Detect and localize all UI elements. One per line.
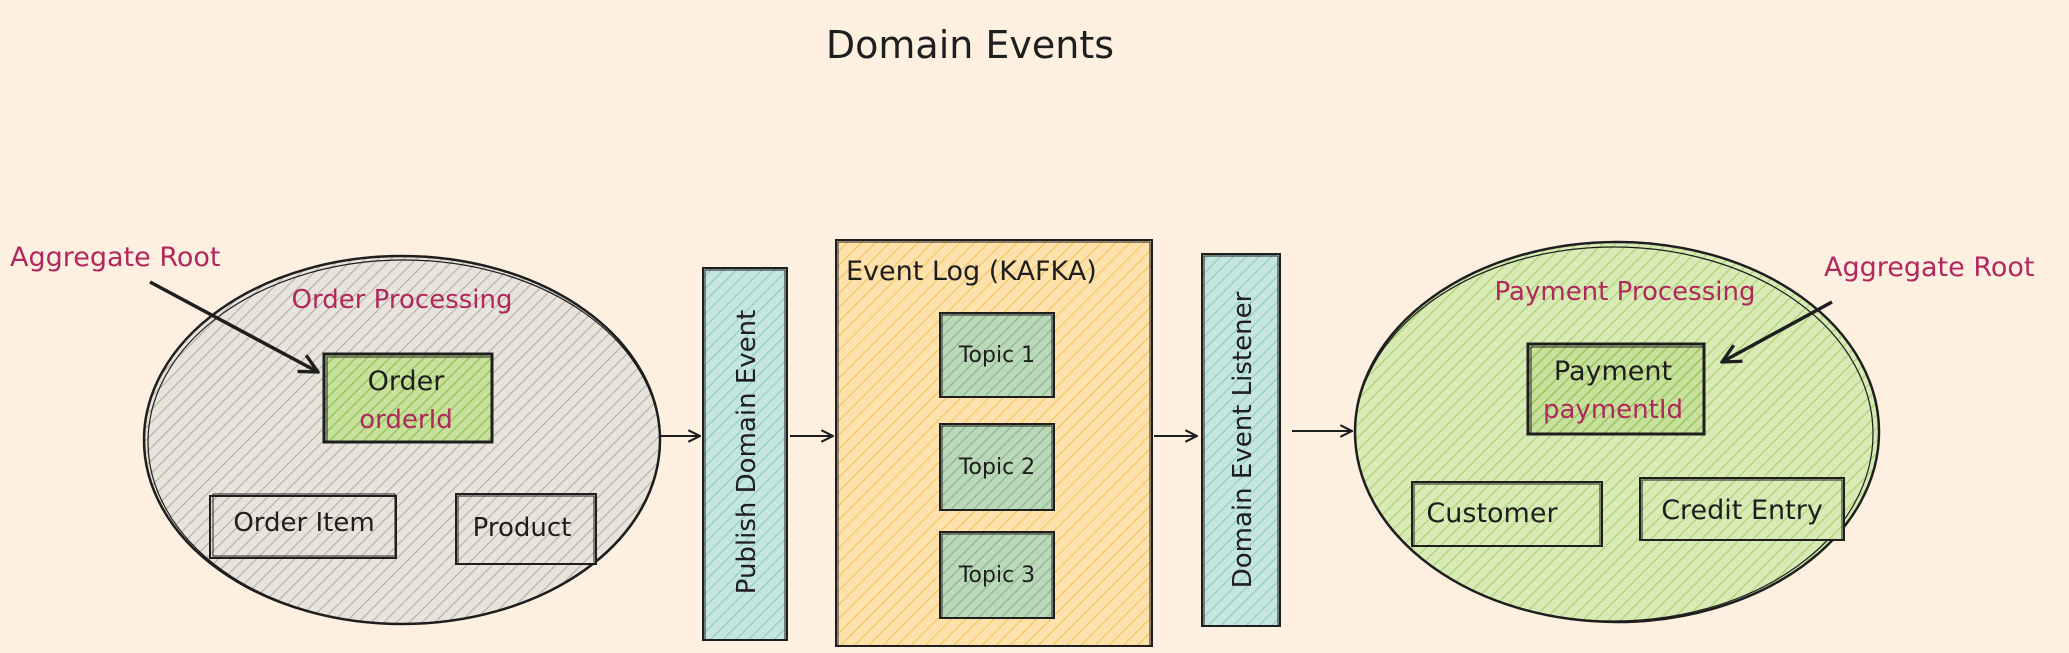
order-item-entity: Order Item (209, 493, 397, 559)
domain-event-listener-label: Domain Event Listener (1228, 291, 1258, 588)
credit-entry-label: Credit Entry (1661, 495, 1823, 526)
topic-2: Topic 2 (939, 423, 1055, 511)
payment-aggregate-name: Payment (1554, 356, 1672, 387)
annotation-arrow-icon (149, 280, 318, 372)
publish-domain-event-label: Publish Domain Event (732, 310, 762, 595)
payment-aggregate-id: paymentId (1543, 395, 1683, 425)
payment-aggregate-root: Payment paymentId (1526, 342, 1706, 436)
aggregate-root-annotation-right: Aggregate Root (1824, 252, 2035, 283)
topic-2-label: Topic 2 (958, 455, 1035, 480)
order-aggregate-root: Order orderId (322, 352, 494, 444)
topic-1-label: Topic 1 (958, 343, 1035, 368)
order-item-label: Order Item (233, 508, 374, 538)
topic-3-label: Topic 3 (958, 563, 1035, 588)
payment-processing-context: Payment Processing Aggregate Root Paymen… (1353, 240, 2035, 624)
payment-processing-label: Payment Processing (1495, 277, 1756, 307)
credit-entry-entity: Credit Entry (1639, 477, 1845, 541)
product-entity: Product (455, 493, 597, 565)
topic-1: Topic 1 (939, 312, 1055, 398)
order-aggregate-id: orderId (359, 405, 453, 435)
order-processing-label: Order Processing (292, 285, 513, 315)
diagram-title: Domain Events (826, 23, 1114, 67)
product-label: Product (473, 513, 572, 543)
domain-event-listener-component: Domain Event Listener (1201, 253, 1281, 627)
aggregate-root-annotation-left: Aggregate Root (10, 242, 221, 273)
customer-label: Customer (1426, 498, 1558, 529)
topic-3: Topic 3 (939, 531, 1055, 619)
annotation-arrow-icon (1722, 300, 1833, 362)
order-processing-context: Order Processing Aggregate Root Order or… (10, 242, 662, 626)
event-log-kafka: Event Log (KAFKA) Topic 1 Topic 2 Topic … (835, 239, 1153, 647)
publish-domain-event-component: Publish Domain Event (702, 267, 788, 641)
event-log-label: Event Log (KAFKA) (846, 256, 1097, 287)
order-aggregate-name: Order (368, 366, 446, 397)
customer-entity: Customer (1411, 481, 1603, 547)
